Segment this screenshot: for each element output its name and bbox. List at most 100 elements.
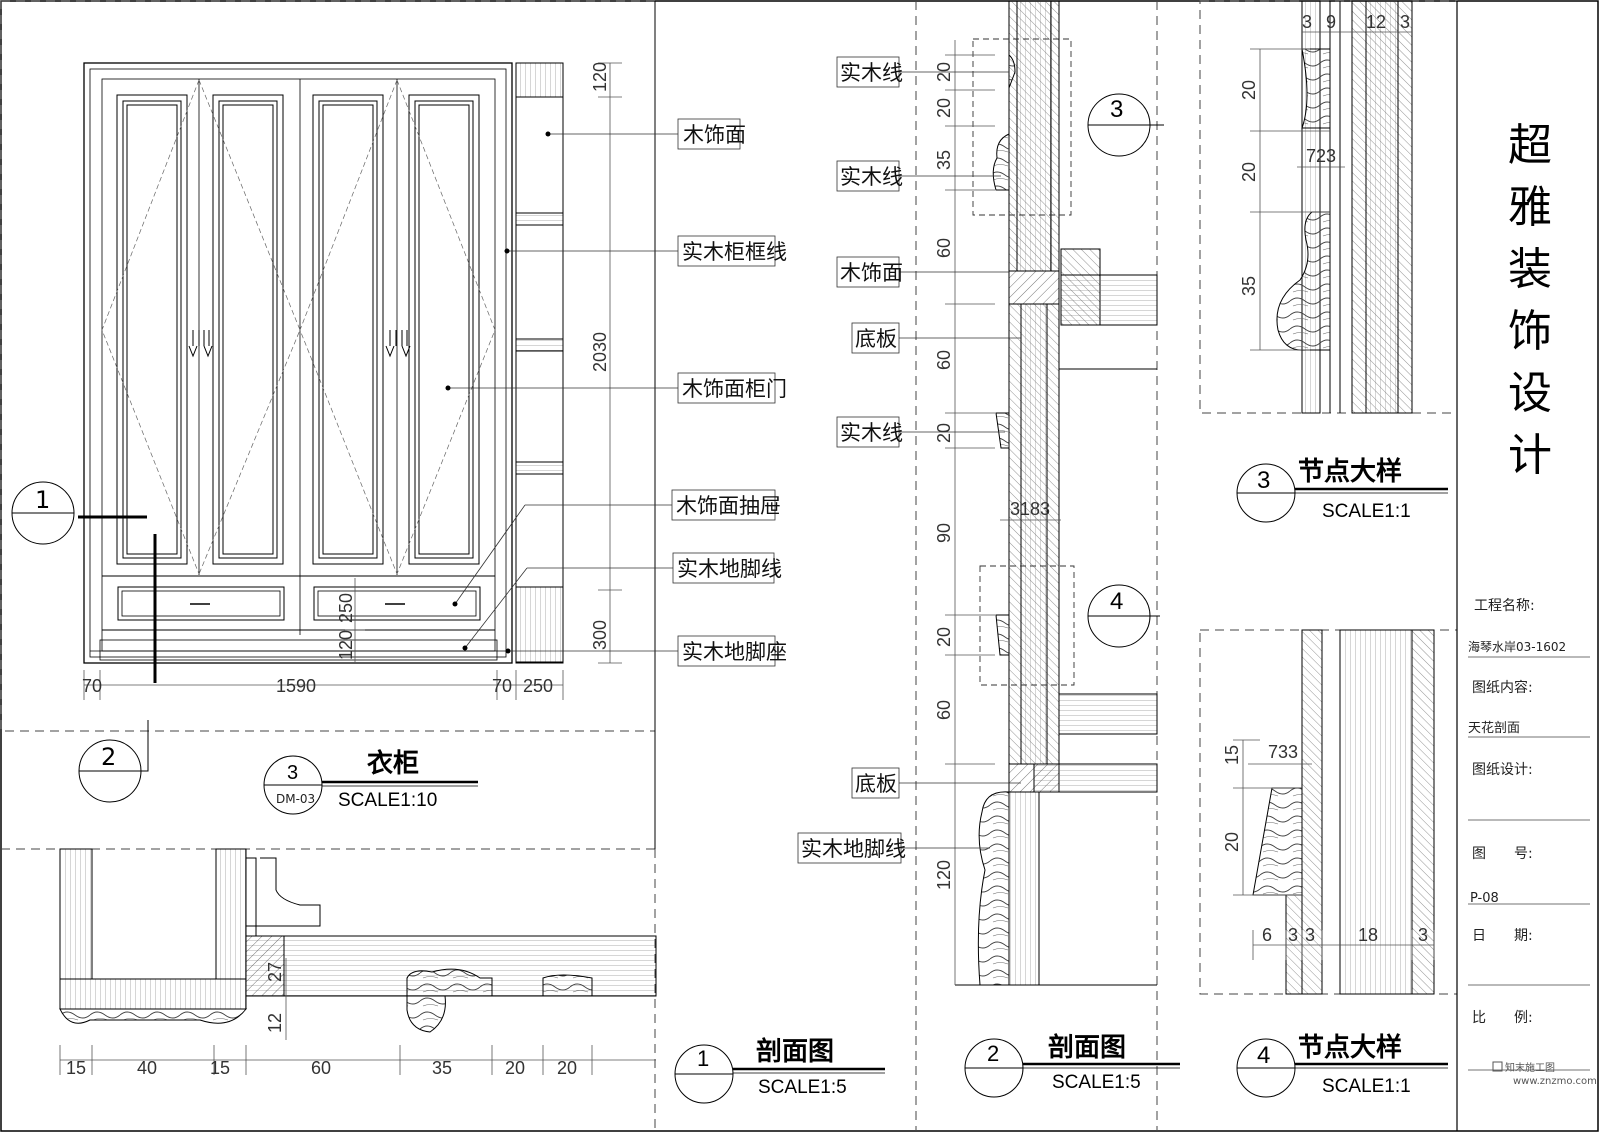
brand-char-3: 装 (1508, 244, 1552, 295)
project-label: 工程名称: (1474, 598, 1535, 614)
sec2-label-solid-wood-line-1: 实木线 (840, 61, 903, 85)
det3-dim-3a: 3 (1302, 12, 1312, 32)
label-veneer-drawer: 木饰面抽屉 (676, 494, 781, 518)
brand-char-6: 计 (1508, 430, 1552, 481)
wardrobe-title-name: 衣柜 (367, 748, 419, 779)
det3-dim-20b: 20 (1239, 162, 1259, 182)
content-value: 天花剖面 (1468, 720, 1520, 736)
sec2-dim-20b: 20 (934, 98, 954, 118)
design-label: 图纸设计: (1472, 762, 1533, 778)
titleblock-rules (1468, 656, 1590, 1071)
sec2-dim-20a: 20 (934, 62, 954, 82)
section-1-drawing (59, 848, 657, 1075)
sec2-label-wood-veneer: 木饰面 (840, 261, 903, 285)
watermark: 知末施工图 www.znzmo.com (1492, 1061, 1597, 1087)
det3-title-num: 3 (1257, 467, 1270, 494)
titleblock-brand: 超 雅 装 饰 设 计 (1508, 120, 1552, 481)
title-wardrobe (263, 755, 478, 815)
section-mark-2: 2 (101, 743, 116, 771)
dim-drawer-250: 250 (336, 593, 356, 623)
sec1-dim-60: 60 (311, 1058, 331, 1078)
label-skirting-base: 实木地脚座 (682, 640, 787, 664)
watermark-logo-icon (1492, 1061, 1503, 1072)
sec2-dim-90: 90 (934, 523, 954, 543)
sec2-dim-60a: 60 (934, 238, 954, 258)
sec2-dim-3183: 3183 (1010, 499, 1050, 519)
sec2-label-solid-wood-line-2: 实木线 (840, 165, 903, 189)
sec1-dim-15b: 15 (210, 1058, 230, 1078)
brand-char-5: 设 (1508, 368, 1552, 419)
brand-char-1: 超 (1508, 120, 1552, 171)
sec2-dim-120: 120 (934, 860, 954, 890)
watermark-url: www.znzmo.com (1513, 1076, 1597, 1087)
sec2-dim-20d: 20 (934, 627, 954, 647)
label-wood-veneer: 木饰面 (683, 123, 746, 147)
wardrobe-title-sheet: DM-03 (276, 792, 315, 806)
detail-mark-3: 3 (1110, 96, 1123, 123)
dim-70-left: 70 (82, 676, 102, 696)
sec2-dim-20c: 20 (934, 423, 954, 443)
number-label: 图 号: (1472, 846, 1533, 862)
sec2-dim-60c: 60 (934, 700, 954, 720)
sec1-dim-40: 40 (137, 1058, 157, 1078)
content-label: 图纸内容: (1472, 679, 1533, 696)
sec2-label-base-board-1: 底板 (855, 327, 897, 351)
det3-dim-12: 12 (1366, 12, 1386, 32)
label-cabinet-frame-line: 实木柜框线 (682, 240, 787, 264)
number-value: P-08 (1470, 891, 1499, 906)
detail-4-drawing (1233, 629, 1435, 995)
det3-dim-9: 9 (1326, 12, 1336, 32)
dim-250: 250 (523, 676, 553, 696)
title-detail-4 (1236, 1038, 1448, 1098)
dim-2030: 2030 (590, 332, 610, 372)
det3-dim-723: 723 (1306, 146, 1336, 166)
dim-drawer-120: 120 (336, 630, 356, 660)
sec1-title-name: 剖面图 (756, 1036, 834, 1067)
wardrobe-title-scale: SCALE1:10 (338, 790, 437, 811)
project-value: 海琴水岸03-1602 (1468, 639, 1566, 654)
title-detail-3 (1236, 463, 1448, 523)
det4-dim-733: 733 (1268, 742, 1298, 762)
label-veneer-door: 木饰面柜门 (682, 377, 787, 401)
brand-char-4: 饰 (1508, 306, 1552, 357)
sec2-label-skirting-line: 实木地脚线 (801, 837, 906, 861)
sec2-title-scale: SCALE1:5 (1052, 1072, 1141, 1093)
sec1-title-scale: SCALE1:5 (758, 1077, 847, 1098)
sec2-dim-60b: 60 (934, 350, 954, 370)
sec1-dim-20a: 20 (505, 1058, 525, 1078)
brand-char-2: 雅 (1508, 182, 1552, 233)
detail-mark-4: 4 (1110, 588, 1123, 615)
sec1-dim-20b: 20 (557, 1058, 577, 1078)
det4-dim-20: 20 (1222, 832, 1242, 852)
det4-dim-6: 6 (1262, 925, 1272, 945)
det3-title-name: 节点大样 (1298, 456, 1402, 487)
dim-300: 300 (590, 620, 610, 650)
det4-dim-15: 15 (1222, 745, 1242, 765)
sec2-label-base-board-2: 底板 (855, 772, 897, 796)
sec2-dim-35: 35 (934, 150, 954, 170)
sec2-label-solid-wood-line-3: 实木线 (840, 421, 903, 445)
dim-70-right: 70 (492, 676, 512, 696)
dim-120-top: 120 (590, 62, 610, 92)
sec1-dim-15a: 15 (66, 1058, 86, 1078)
detail-3-drawing (1250, 0, 1413, 414)
sec2-title-num: 2 (987, 1041, 999, 1066)
title-section-1 (674, 1044, 885, 1104)
sec2-title-name: 剖面图 (1048, 1032, 1126, 1063)
det4-dim-18: 18 (1358, 925, 1378, 945)
sec1-dim-35: 35 (432, 1058, 452, 1078)
section-mark-1: 1 (35, 486, 50, 514)
det4-title-scale: SCALE1:1 (1322, 1076, 1411, 1097)
section-2-drawing (797, 0, 1164, 986)
ratio-label: 比 例: (1472, 1010, 1533, 1026)
sec1-dim-27: 27 (265, 962, 285, 982)
det4-dim-3c: 3 (1418, 925, 1428, 945)
det4-title-num: 4 (1257, 1042, 1270, 1069)
date-label: 日 期: (1472, 928, 1533, 944)
sec1-dim-12: 12 (265, 1013, 285, 1033)
title-section-2 (964, 1038, 1180, 1098)
watermark-name: 知末施工图 (1505, 1061, 1555, 1074)
det3-dim-3b: 3 (1400, 12, 1410, 32)
